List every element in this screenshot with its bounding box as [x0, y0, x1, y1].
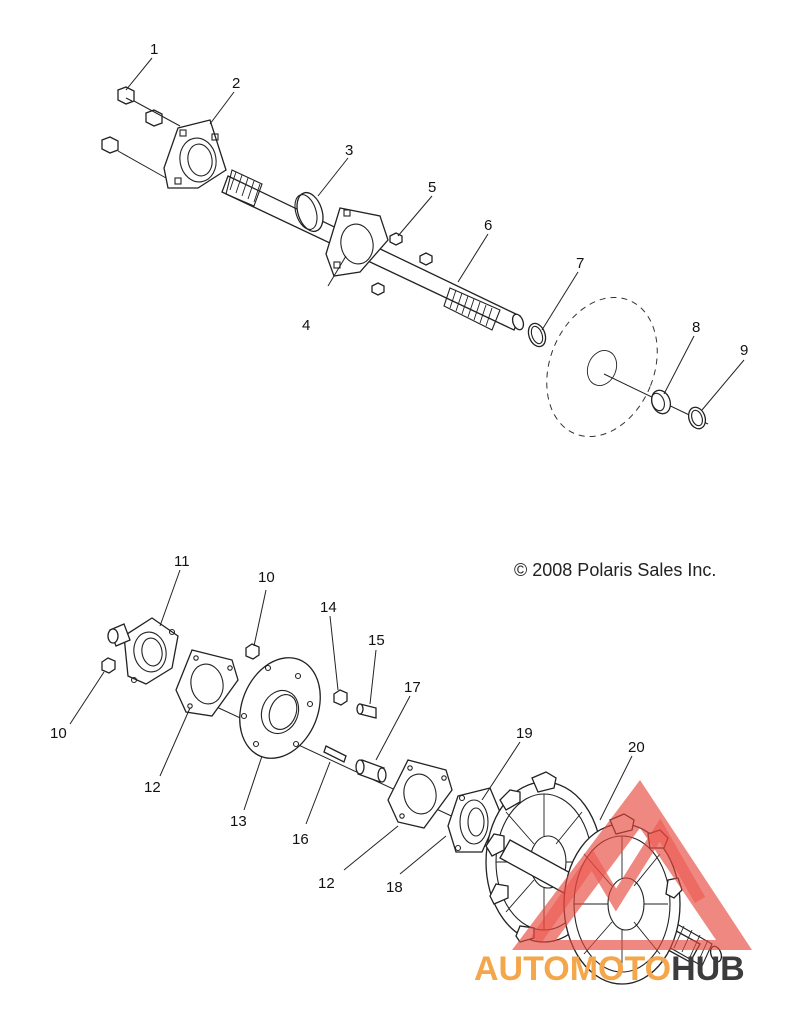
callout-12-left: 12: [144, 779, 161, 796]
watermark-zigzag: [531, 818, 706, 944]
callout-14: 14: [320, 599, 337, 616]
callout-19: 19: [516, 725, 533, 742]
callout-4: 4: [302, 317, 310, 334]
callout-7: 7: [576, 255, 584, 272]
callout-16: 16: [292, 831, 309, 848]
snap-ring-9: [687, 406, 707, 430]
nut-10-top: [245, 643, 260, 660]
bearing-plate-13: [239, 657, 321, 759]
callout-18: 18: [386, 879, 403, 896]
driven-disc-outline: [546, 296, 658, 438]
snap-ring-7: [527, 322, 547, 348]
nut-5-a: [389, 232, 403, 246]
bolt-1-lower: [101, 136, 119, 154]
hub-flange-19: [447, 787, 501, 853]
callout-2: 2: [232, 75, 240, 92]
copyright-notice: © 2008 Polaris Sales Inc.: [514, 560, 716, 580]
bearing-flange-2: [163, 119, 227, 189]
callout-5: 5: [428, 179, 436, 196]
bearing-housing-11: [107, 617, 179, 685]
automotohub-watermark: [512, 780, 752, 950]
callout-1: 1: [150, 41, 158, 58]
gasket-12-left: [175, 649, 239, 717]
callout-leaders: [69, 57, 745, 875]
nut-14: [333, 689, 348, 706]
bearing-flange-4: [325, 207, 389, 277]
nut-5-c: [371, 282, 385, 296]
callout-11: 11: [174, 553, 190, 570]
collar-3: [294, 191, 324, 233]
bolt-15: [356, 703, 377, 719]
callout-10-top: 10: [258, 569, 275, 586]
nut-5-b: [419, 252, 433, 266]
callout-17: 17: [404, 679, 421, 696]
upper-shaft-assembly: [101, 86, 709, 438]
watermark-text: AUTOMOTOHUB: [474, 950, 745, 988]
sleeve-17: [355, 759, 387, 783]
bearing-8: [650, 389, 672, 415]
callout-20: 20: [628, 739, 645, 756]
callout-3: 3: [345, 142, 353, 159]
callout-8: 8: [692, 319, 700, 336]
callout-15: 15: [368, 632, 385, 649]
callout-9: 9: [740, 342, 748, 359]
callout-10-left: 10: [50, 725, 67, 742]
pin-16: [323, 745, 347, 763]
callout-6: 6: [484, 217, 492, 234]
nut-10-left: [101, 657, 116, 674]
gasket-12-right: [387, 759, 453, 829]
callout-12-right: 12: [318, 875, 335, 892]
watermark-triangle-logo: [512, 780, 752, 950]
callout-labels: 1 2 3 4 5 6 7 8 9 10 10 11 12 12 13 14 1…: [50, 41, 748, 896]
callout-13: 13: [230, 813, 247, 830]
